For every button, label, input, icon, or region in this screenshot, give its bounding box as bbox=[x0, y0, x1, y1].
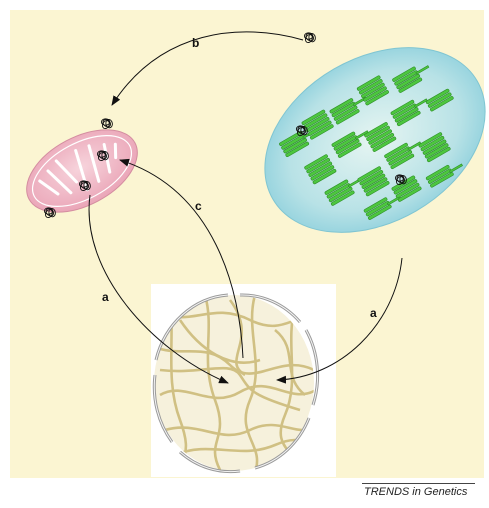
journal-credit-suffix: in Genetics bbox=[409, 486, 467, 498]
label-a-left: a bbox=[102, 290, 109, 304]
journal-credit: TRENDS in Genetics bbox=[364, 486, 467, 498]
credit-rule bbox=[362, 483, 475, 484]
label-c: c bbox=[195, 199, 202, 213]
label-a-right: a bbox=[370, 306, 377, 320]
journal-credit-prefix: TRENDS bbox=[364, 486, 409, 498]
label-b: b bbox=[192, 36, 199, 50]
